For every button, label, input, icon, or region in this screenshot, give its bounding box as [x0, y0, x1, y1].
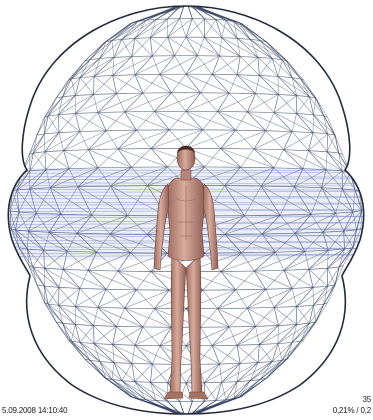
- caption-timestamp: 5.09.2008 14:10:40: [2, 406, 67, 415]
- figure-right-leg: [186, 255, 202, 394]
- figure-feet: [164, 392, 208, 399]
- caption-percentages: 0,21% / 0,2: [333, 406, 371, 415]
- figure-neck: [181, 170, 191, 180]
- caption-id: 35: [363, 395, 372, 404]
